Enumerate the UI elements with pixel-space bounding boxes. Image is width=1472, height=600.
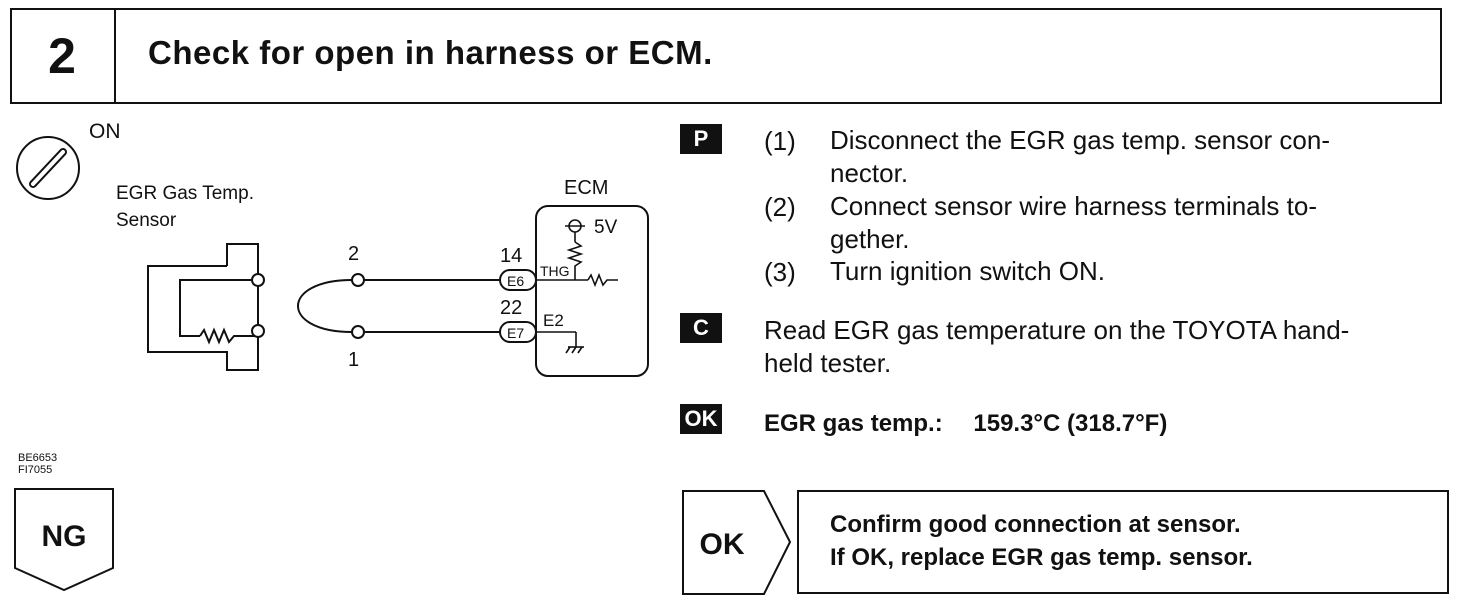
figure-code-1: BE6653: [18, 452, 58, 464]
ok-action-line1: Confirm good connection at sensor.: [830, 511, 1241, 538]
spec-value: 159.3°C (318.7°F): [973, 410, 1168, 437]
figure-code-2: FI7055: [18, 464, 53, 476]
sensor-symbol: [147, 243, 265, 371]
sensor-label-line2: Sensor: [116, 210, 177, 231]
figure-codes: BE6653 FI7055: [18, 452, 57, 476]
svg-text:E7: E7: [507, 325, 524, 341]
wire-2-label: 2: [348, 243, 359, 265]
step-number: 2: [10, 8, 116, 104]
step-title: Check for open in harness or ECM.: [148, 34, 713, 71]
ok-spec: EGR gas temp.: 159.3°C (318.7°F): [764, 410, 1167, 438]
connector-e7: E7: [499, 321, 537, 343]
voltage-label: 5V: [594, 217, 618, 238]
ok-action-text: Confirm good connection at sensor. If OK…: [830, 508, 1253, 574]
ok-label: OK: [700, 528, 745, 561]
badge-c: C: [680, 313, 722, 343]
step1-text: Disconnect the EGR gas temp. sensor con-…: [830, 124, 1330, 190]
signal-thg-label: THG: [540, 263, 570, 279]
step2-number: (2): [764, 192, 796, 222]
step2-line2: gether.: [830, 224, 910, 254]
step1-line2: nector.: [830, 158, 909, 188]
step2-line1: Connect sensor wire harness terminals to…: [830, 191, 1317, 221]
ng-outcome-box: NG: [14, 488, 114, 592]
ok-action-box: [797, 490, 1449, 594]
spec-label: EGR gas temp.:: [764, 410, 943, 437]
pin-22-label: 22: [500, 297, 522, 319]
ok-action-line2: If OK, replace EGR gas temp. sensor.: [830, 544, 1253, 571]
step3-text: Turn ignition switch ON.: [830, 256, 1106, 286]
ng-label: NG: [42, 520, 87, 553]
wiring-diagram: ON EGR Gas Temp. Sensor 2 1 ECM E6 E7 14…: [16, 120, 649, 377]
pin-14-label: 14: [500, 245, 522, 267]
check-text: Read EGR gas temperature on the TOYOTA h…: [764, 314, 1349, 380]
step2-text: Connect sensor wire harness terminals to…: [830, 190, 1317, 256]
badge-p: P: [680, 124, 722, 154]
svg-text:E6: E6: [507, 273, 524, 289]
step1-line1: Disconnect the EGR gas temp. sensor con-: [830, 125, 1331, 155]
signal-e2-label: E2: [543, 311, 564, 330]
ok-outcome-arrow: OK: [682, 490, 792, 595]
step3-number: (3): [764, 257, 796, 287]
ecm-circuit: [536, 219, 618, 354]
harness-wires: [297, 273, 500, 339]
ecm-label: ECM: [564, 177, 608, 199]
sensor-label: EGR Gas Temp.: [116, 183, 254, 204]
wire-1-label: 1: [348, 349, 359, 371]
ignition-on-label: ON: [89, 120, 121, 143]
badge-ok: OK: [680, 404, 722, 434]
connector-e6: E6: [499, 269, 537, 291]
step1-number: (1): [764, 126, 796, 156]
step-header: [10, 8, 1442, 104]
check-line1: Read EGR gas temperature on the TOYOTA h…: [764, 315, 1350, 345]
ignition-switch-icon: [16, 136, 80, 200]
check-line2: held tester.: [764, 348, 892, 378]
ecm-box: [535, 205, 649, 377]
